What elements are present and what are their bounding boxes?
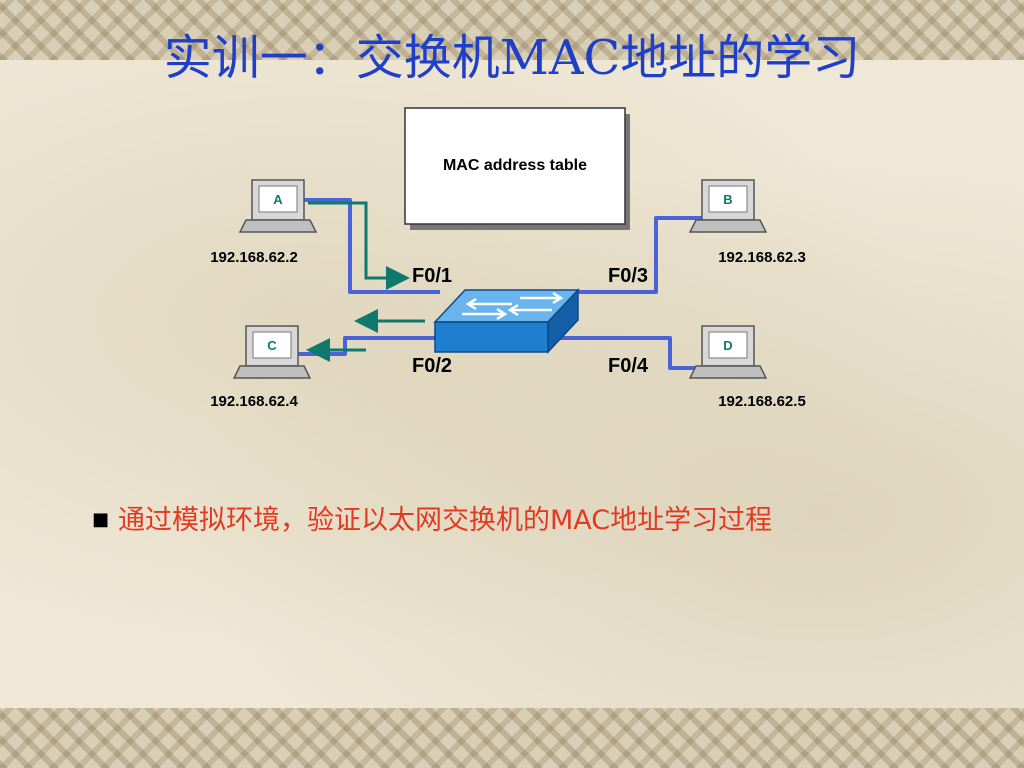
host-a-label: A bbox=[273, 192, 283, 207]
port-labels: F0/1 F0/2 F0/3 F0/4 bbox=[412, 265, 649, 377]
port-f01-label: F0/1 bbox=[412, 265, 452, 287]
host-a-ip: 192.168.62.2 bbox=[210, 249, 298, 266]
link-c-f02 bbox=[290, 336, 440, 356]
host-c-ip: 192.168.62.4 bbox=[210, 393, 298, 410]
host-d: D 192.168.62.5 bbox=[688, 325, 806, 410]
link-d-f04 bbox=[550, 336, 710, 370]
bullet-item: ■ 通过模拟环境，验证以太网交换机的MAC地址学习过程 bbox=[92, 500, 892, 542]
port-f04-label: F0/4 bbox=[608, 355, 649, 377]
bottom-border bbox=[0, 708, 1024, 768]
link-a-f01 bbox=[290, 198, 440, 294]
host-c-label: C bbox=[267, 338, 277, 353]
host-c: C 192.168.62.4 bbox=[210, 325, 312, 410]
mac-address-table: MAC address table bbox=[404, 107, 630, 230]
top-border bbox=[0, 0, 1024, 60]
host-b: B 192.168.62.3 bbox=[688, 179, 806, 266]
host-d-label: D bbox=[723, 338, 732, 353]
frame-flow bbox=[306, 201, 425, 362]
port-f02-label: F0/2 bbox=[412, 355, 452, 377]
switch-icon bbox=[433, 288, 580, 354]
host-d-ip: 192.168.62.5 bbox=[718, 393, 806, 410]
mac-table-label: MAC address table bbox=[443, 157, 587, 174]
bullet-text: 通过模拟环境，验证以太网交换机的MAC地址学习过程 bbox=[118, 505, 773, 536]
flow-a-to-switch-arrow bbox=[308, 201, 410, 290]
slide-title: 实训一：交换机MAC地址的学习 bbox=[163, 30, 861, 86]
bullet-square-icon: ■ bbox=[92, 509, 110, 530]
port-f03-label: F0/3 bbox=[608, 265, 648, 287]
link-b-f03 bbox=[575, 216, 710, 294]
host-b-ip: 192.168.62.3 bbox=[718, 249, 806, 266]
host-a: A 192.168.62.2 bbox=[210, 179, 318, 266]
host-b-label: B bbox=[723, 192, 732, 207]
